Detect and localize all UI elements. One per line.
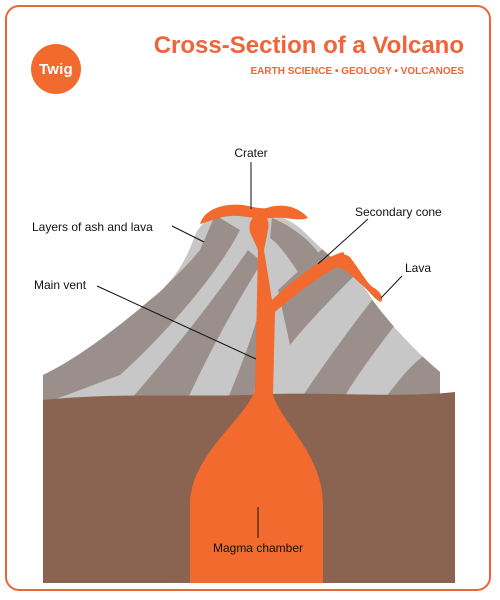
secondary-cone-lava — [333, 254, 383, 302]
twig-logo: Twig — [31, 44, 81, 94]
main-vent-leader — [96, 285, 257, 360]
ash-layer-dark — [380, 355, 440, 400]
secondary-cone-label: Secondary cone — [355, 205, 442, 219]
secondary-cone-leader — [317, 218, 369, 265]
ash-layer-dark — [43, 215, 240, 400]
lava-system — [190, 204, 383, 584]
lava-leader — [380, 275, 403, 299]
ash-layer-dark — [300, 300, 395, 400]
page-title: Cross-Section of a Volcano — [153, 32, 464, 59]
lava-label: Lava — [405, 261, 431, 275]
layers-label: Layers of ash and lava — [32, 220, 153, 234]
main-vent-label: Main vent — [34, 278, 87, 292]
ash-layer-dark — [130, 250, 262, 400]
magma-chamber-and-vent — [190, 214, 345, 584]
ash-layer-dark — [270, 218, 320, 275]
logo-text: Twig — [39, 60, 73, 78]
crater-lava — [200, 204, 308, 224]
layers-leader — [171, 225, 205, 243]
leader-lines — [96, 162, 403, 538]
page-subtitle: EARTH SCIENCE • GEOLOGY • VOLCANOES — [250, 66, 464, 77]
crater-label: Crater — [234, 146, 267, 160]
magma-chamber-label: Magma chamber — [213, 541, 303, 555]
